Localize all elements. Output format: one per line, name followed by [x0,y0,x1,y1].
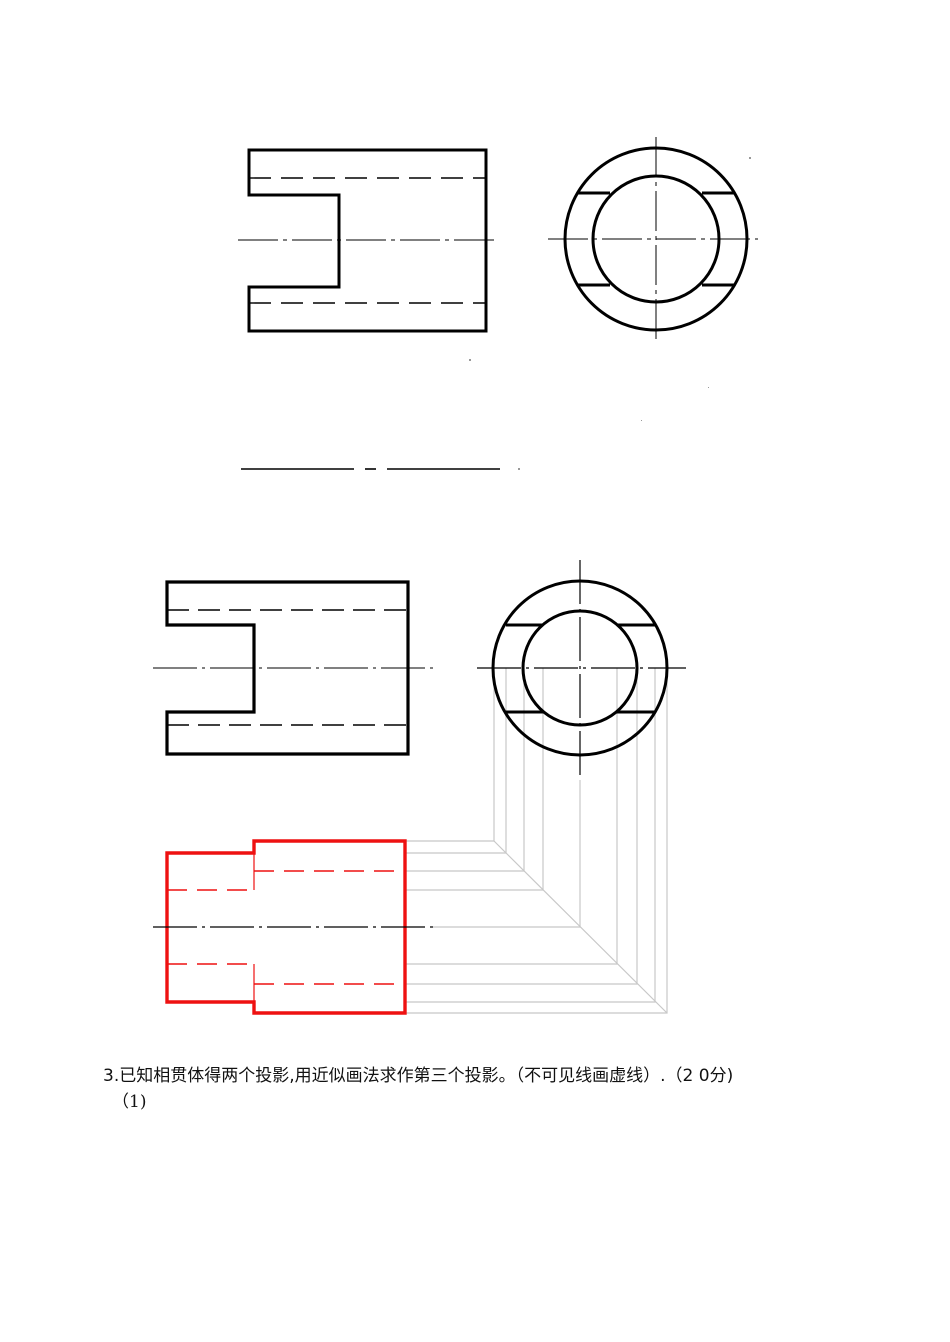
question-text: 3.已知相贯体得两个投影,用近似画法求作第三个投影。（不可见线画虚线）.（2 0… [103,1061,733,1086]
sub-question-label: （1) [112,1092,147,1112]
projection-construction-lines [405,668,668,1014]
figure-solution-side-view [477,560,686,780]
question-number: 3. [103,1066,120,1086]
figure-solution-front-view [153,580,435,756]
figure-given-front-view [238,148,498,333]
figure-solution-top-view-red [165,839,407,1015]
figure-given-side-view [548,137,758,342]
scan-specks [469,157,751,470]
question-body: 已知相贯体得两个投影,用近似画法求作第三个投影。（不可见线画虚线）.（2 0分) [119,1066,734,1086]
